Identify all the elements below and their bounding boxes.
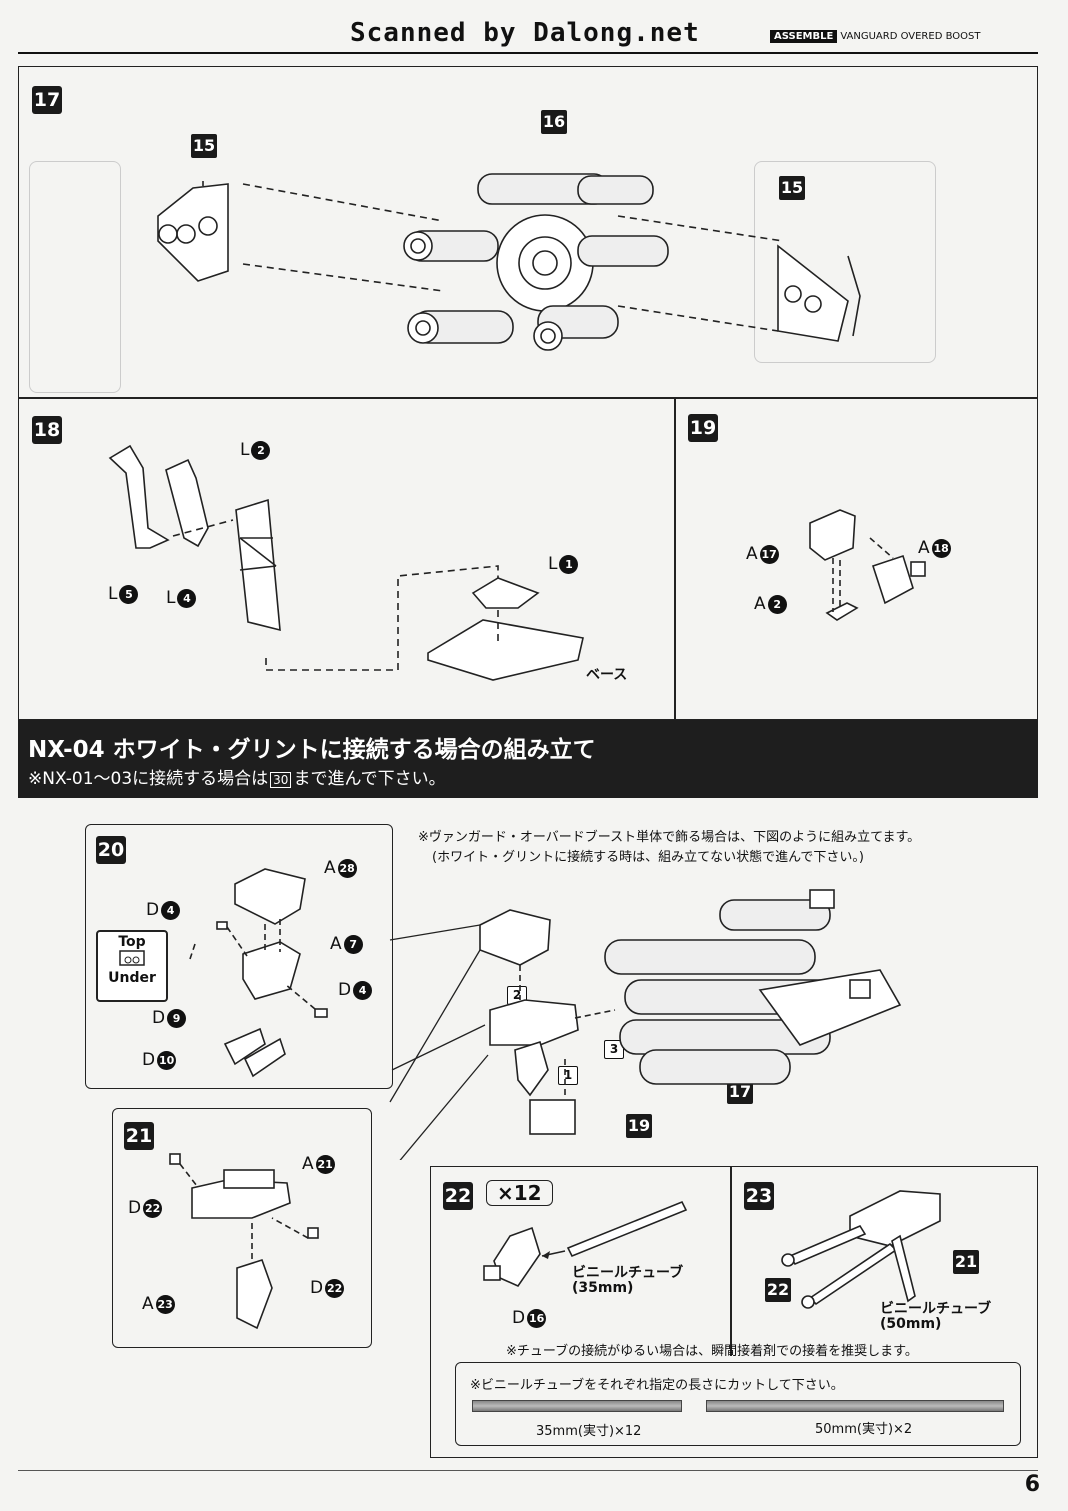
ref-15-right: 15 (779, 176, 805, 200)
tube-section-panel (430, 1166, 1038, 1458)
top-under-indicator: Top Under (96, 930, 168, 1002)
step-22-illustration (483, 1200, 688, 1288)
step-22-count: ×12 (486, 1180, 553, 1206)
order-1: 1 (558, 1066, 578, 1085)
base-label: ベース (586, 667, 628, 683)
assemble-tag: ASSEMBLE (770, 30, 838, 43)
tube-50-label: ビニールチューブ (880, 1301, 992, 1317)
scan-credit: Scanned by Dalong.net (350, 18, 700, 48)
divider (730, 1166, 732, 1356)
footer-rule (18, 1470, 1038, 1471)
cut-box-title: ※ビニールチューブをそれぞれ指定の長さにカットして下さい。 (470, 1378, 844, 1393)
step-21-number: 21 (124, 1122, 154, 1150)
product-name: VANGUARD OVERED BOOST (840, 31, 981, 42)
assembly-note-2: (ホワイト・グリントに接続する時は、組み立てない状態で進んで下さい。) (432, 850, 864, 865)
nx04-banner (18, 720, 1038, 798)
under-label: Under (108, 970, 156, 986)
tube-35-length: (35mm) (572, 1280, 634, 1296)
step-21-illustration (169, 1153, 319, 1330)
ref-16: 16 (541, 110, 567, 134)
tube-35-label: ビニールチューブ (572, 1265, 684, 1281)
glue-note: ※チューブの接続がゆるい場合は、瞬間接着剤での接着を推奨します。 (506, 1344, 918, 1359)
header-rule (18, 52, 1038, 54)
step-17-panel (18, 66, 1038, 398)
step-30-ref: 30 (270, 772, 292, 788)
cut-length-box (455, 1362, 1021, 1446)
ref-22: 22 (765, 1278, 791, 1302)
orientation-icon (119, 950, 145, 966)
step-20-number: 20 (96, 836, 126, 864)
order-3: 3 (604, 1040, 624, 1059)
step-20-illustration (189, 868, 328, 1078)
ghost-print (29, 161, 121, 393)
ghost-print (754, 161, 936, 363)
step-18-number: 18 (32, 416, 62, 444)
step-23-illustration (781, 1190, 941, 1309)
assembly-illustration (389, 889, 902, 1160)
step-19-panel (675, 398, 1038, 720)
step-20-panel (85, 824, 393, 1089)
tube-35-bar (472, 1400, 682, 1412)
assembly-note-1: ※ヴァンガード・オーバードブースト単体で飾る場合は、下図のように組み立てます。 (418, 830, 921, 845)
step-22-number: 22 (443, 1182, 473, 1210)
step-17-number: 17 (32, 86, 62, 114)
step-21-panel (112, 1108, 372, 1348)
step-19-illustration (809, 509, 926, 621)
ref-15-left: 15 (191, 134, 217, 158)
step-17-illustration (157, 173, 861, 351)
tube-50-caption: 50mm(実寸)×2 (815, 1422, 913, 1437)
tube-35-caption: 35mm(実寸)×12 (536, 1424, 642, 1439)
step-19-number: 19 (688, 414, 718, 442)
page-number: 6 (1024, 1472, 1040, 1497)
banner-title: NX-04 ホワイト・グリントに接続する場合の組み立て (28, 737, 596, 763)
tube-50-bar (706, 1400, 1004, 1412)
step-18-illustration (108, 444, 584, 681)
step-18-panel (18, 398, 675, 720)
ref-19: 19 (626, 1114, 652, 1138)
tube-50-length: (50mm) (880, 1316, 942, 1332)
ref-21: 21 (953, 1250, 979, 1274)
top-label: Top (118, 934, 146, 950)
step-23-number: 23 (744, 1182, 774, 1210)
